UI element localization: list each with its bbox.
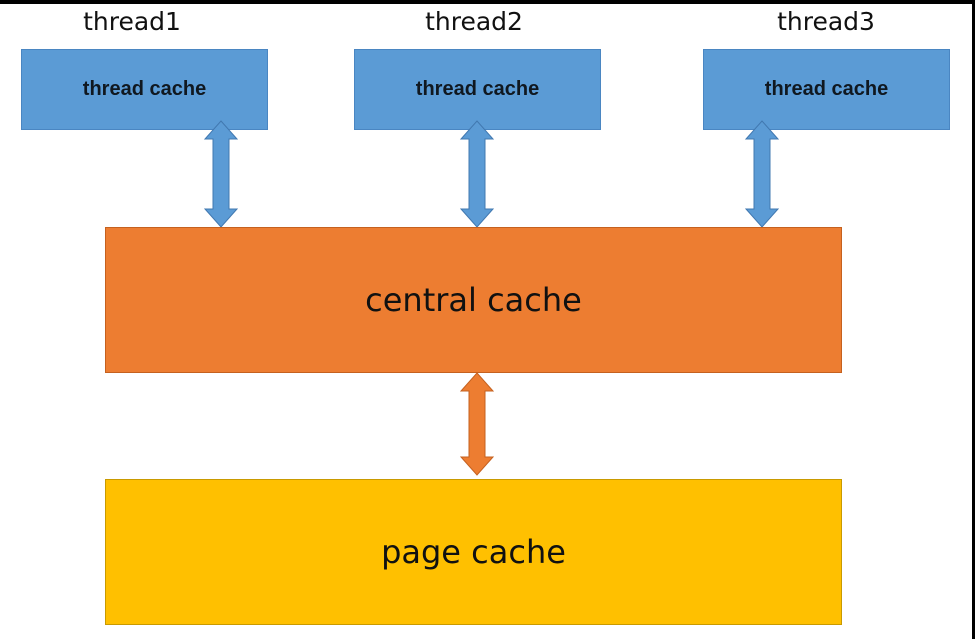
thread2-label: thread2 — [425, 7, 523, 36]
thread2-central-arrow — [459, 120, 495, 228]
right-border-line — [972, 0, 975, 639]
page-cache-label: page cache — [381, 533, 566, 571]
central-cache-label: central cache — [365, 281, 582, 319]
page-cache-box: page cache — [105, 479, 842, 625]
thread3-central-arrow — [744, 120, 780, 228]
thread-cache-label-2: thread cache — [415, 78, 540, 100]
central-cache-box: central cache — [105, 227, 842, 373]
thread3-label: thread3 — [777, 7, 875, 36]
top-border-line — [0, 0, 975, 4]
thread1-label: thread1 — [83, 7, 181, 36]
thread-cache-box-3: thread cache — [703, 49, 950, 130]
thread-cache-box-2: thread cache — [354, 49, 601, 130]
central-page-arrow — [459, 372, 495, 476]
thread1-central-arrow — [203, 120, 239, 228]
thread-cache-box-1: thread cache — [21, 49, 268, 130]
thread-cache-label-3: thread cache — [764, 78, 889, 100]
thread-cache-label-1: thread cache — [82, 78, 207, 100]
